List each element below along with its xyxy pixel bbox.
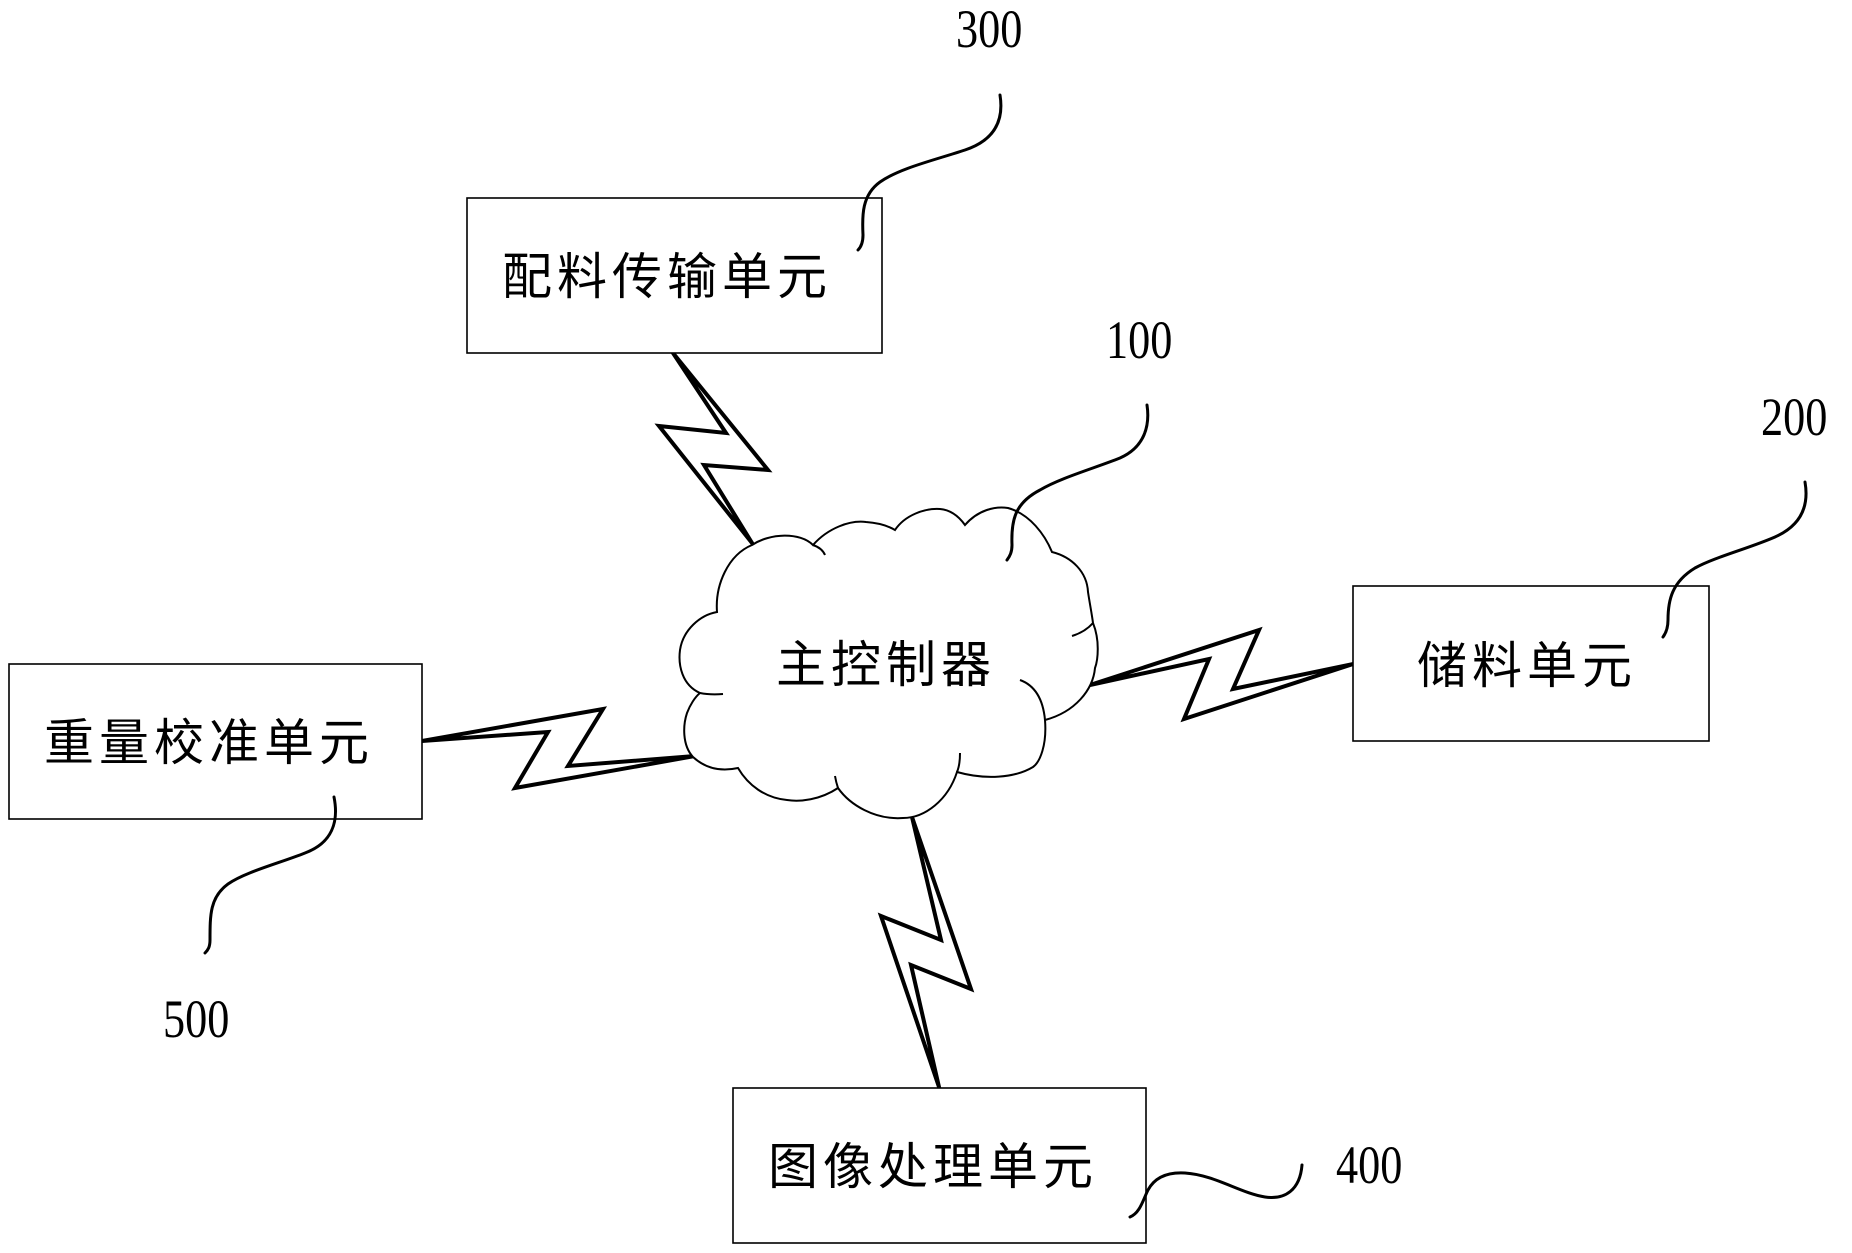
cloud-inner-arc — [1019, 679, 1046, 721]
wireless-link-200 — [1051, 626, 1389, 723]
leader-line-500 — [203, 795, 337, 955]
unit-500-weight-calibration: 重量校准单元 — [8, 663, 423, 820]
leader-line-400 — [1128, 1163, 1304, 1219]
ref-number-300: 300 — [956, 0, 1022, 59]
unit-box-200 — [1352, 585, 1710, 742]
unit-label-200: 储料单元 — [1417, 637, 1637, 695]
leader-line-200 — [1661, 480, 1808, 639]
ref-number-200: 200 — [1761, 387, 1827, 447]
cloud-inner-arc — [1071, 622, 1094, 637]
cloud-inner-arc — [699, 692, 724, 696]
cloud-inner-arc — [834, 775, 839, 789]
main-controller-cloud: 主控制器 — [678, 506, 1099, 820]
unit-400-image-processing: 图像处理单元 — [732, 1087, 1147, 1244]
unit-label-500: 重量校准单元 — [44, 714, 374, 772]
cloud-inner-arc — [956, 752, 961, 773]
ref-number-100: 100 — [1106, 310, 1172, 370]
unit-box-300 — [466, 197, 883, 354]
cloud-shape — [678, 506, 1099, 820]
wireless-link-300 — [648, 319, 773, 571]
unit-box-500 — [8, 663, 423, 820]
cloud-inner-arc — [812, 544, 826, 556]
wireless-link-400 — [877, 778, 975, 1125]
unit-label-400: 图像处理单元 — [768, 1138, 1098, 1196]
leader-line-300 — [856, 93, 1003, 252]
leader-line-100 — [1005, 403, 1150, 562]
main-controller-label: 主控制器 — [776, 636, 996, 694]
unit-box-400 — [732, 1087, 1147, 1244]
ref-number-400: 400 — [1336, 1135, 1402, 1195]
wireless-link-500 — [383, 706, 736, 791]
ref-number-500: 500 — [163, 989, 229, 1049]
unit-300-batching-transport: 配料传输单元 — [466, 197, 883, 354]
unit-200-storage: 储料单元 — [1352, 585, 1710, 742]
unit-label-300: 配料传输单元 — [502, 248, 832, 306]
